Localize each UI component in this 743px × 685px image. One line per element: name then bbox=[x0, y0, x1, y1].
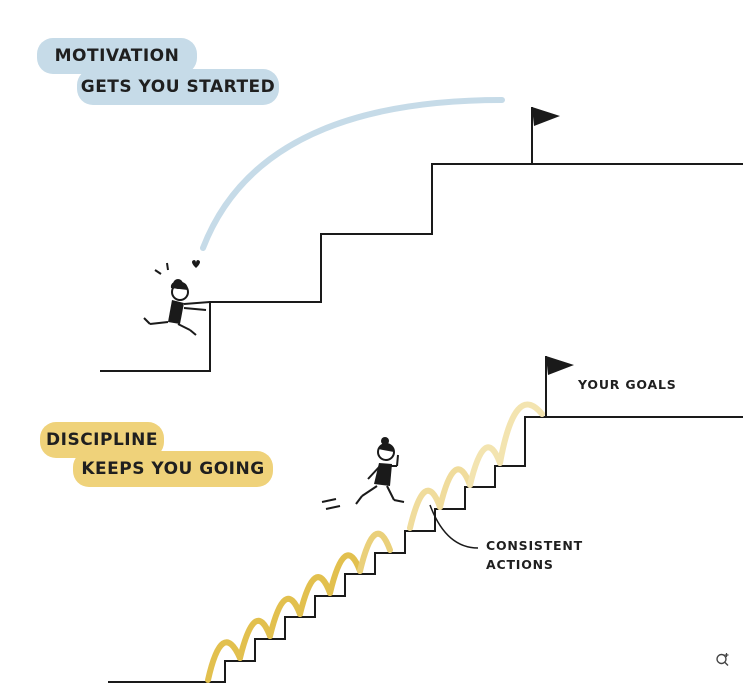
consistent-text: CONSISTENT bbox=[486, 538, 583, 553]
keeps-you-going-text: KEEPS YOU GOING bbox=[81, 458, 265, 479]
motivation-pill: MOTIVATION bbox=[37, 38, 197, 74]
small-stairs bbox=[108, 416, 743, 683]
actions-text: ACTIONS bbox=[486, 557, 554, 573]
zoom-icon[interactable] bbox=[714, 651, 732, 669]
struggling-figure bbox=[143, 262, 211, 336]
large-stairs bbox=[100, 163, 743, 372]
consistent-actions-label: CONSISTENT ACTIONS bbox=[486, 536, 583, 575]
running-figure bbox=[321, 437, 405, 510]
gets-you-started-text: GETS YOU STARTED bbox=[80, 76, 276, 97]
consistent-hops bbox=[205, 401, 545, 683]
motivation-arc bbox=[200, 97, 505, 251]
gets-you-started-pill: GETS YOU STARTED bbox=[77, 69, 279, 105]
motivation-text: MOTIVATION bbox=[54, 45, 180, 66]
keeps-you-going-pill: KEEPS YOU GOING bbox=[73, 451, 273, 487]
heart-icon bbox=[192, 260, 200, 268]
actions-pointer bbox=[429, 504, 479, 549]
your-goals-label: YOUR GOALS bbox=[578, 377, 677, 392]
discipline-text: DISCIPLINE bbox=[46, 429, 158, 450]
flag-icon bbox=[531, 107, 560, 164]
goal-flag-icon bbox=[545, 356, 574, 417]
